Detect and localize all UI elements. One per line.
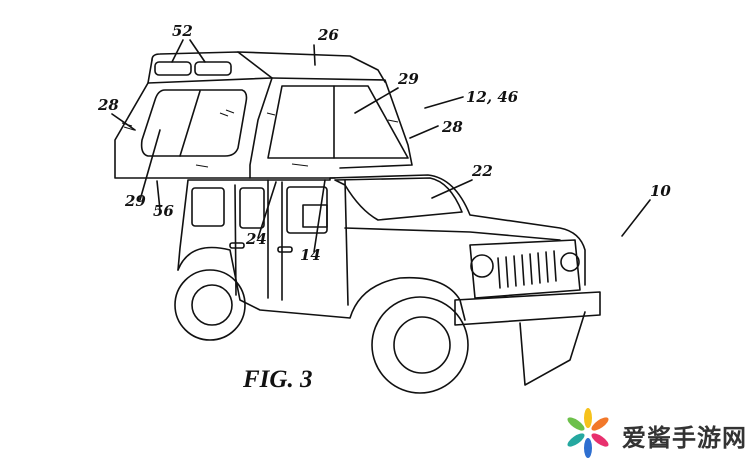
label-29-front: 29 (398, 70, 419, 88)
vent-left (154, 61, 192, 76)
label-14: 14 (300, 246, 321, 264)
label-12-46: 12, 46 (466, 88, 519, 106)
figure-title: FIG. 3 (243, 366, 313, 393)
bumper (454, 291, 601, 326)
grille (469, 239, 581, 299)
headlight-left (470, 254, 494, 278)
leader-lines (111, 39, 651, 253)
label-24: 24 (246, 230, 267, 248)
windshield (334, 177, 463, 221)
label-10: 10 (650, 182, 671, 200)
rear-wheel (174, 269, 246, 341)
label-29-side: 29 (125, 192, 146, 210)
label-56: 56 (153, 202, 174, 220)
label-22: 22 (472, 162, 493, 180)
front-wheel (371, 296, 469, 394)
watermark-text: 爱酱手游网 (622, 424, 747, 452)
front-window (267, 85, 409, 159)
camper-shell (114, 51, 413, 179)
label-28-left: 28 (98, 96, 119, 114)
vent-right (194, 61, 232, 76)
label-52: 52 (172, 22, 193, 40)
headlight-right (560, 252, 580, 272)
label-28-right: 28 (442, 118, 463, 136)
vehicle (174, 174, 601, 394)
side-window (140, 89, 248, 157)
watermark-logo-icon (567, 408, 609, 458)
label-26: 26 (318, 26, 339, 44)
